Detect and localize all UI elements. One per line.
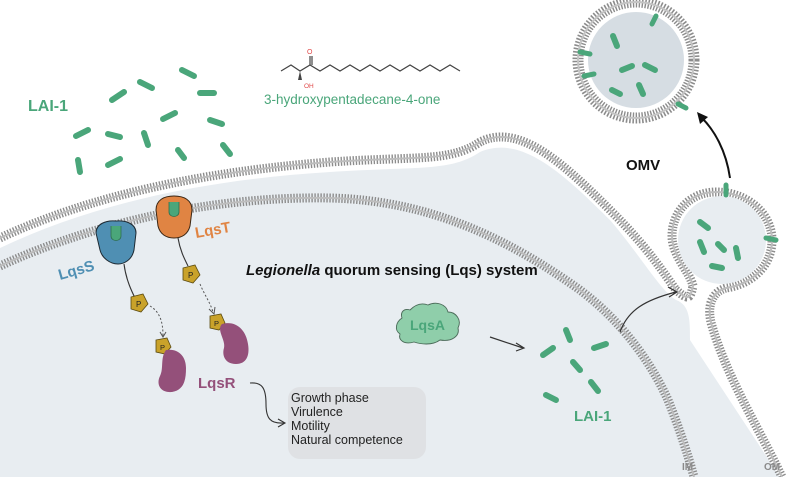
lai1-molecule [175, 147, 187, 161]
release-arrow [701, 117, 731, 179]
lqsa-label: LqsA [410, 317, 445, 333]
lai1-molecule [697, 239, 707, 255]
compound-name: 3-hydroxypentadecane-4-one [264, 92, 441, 107]
membrane-lai1-molecule [763, 235, 779, 243]
lai1-molecule [137, 79, 155, 91]
omv-label: OMV [626, 157, 660, 174]
phospho-transfer-arrow-1 [149, 305, 164, 337]
chemical-structure [280, 56, 461, 80]
lai1-molecule [141, 130, 151, 148]
lai1-label-inside: LAI-1 [574, 408, 612, 425]
membrane-lai1-molecule [581, 71, 597, 79]
title-genus: Legionella [246, 262, 321, 279]
lqst-protein [155, 195, 193, 267]
lai1-molecule [220, 142, 233, 157]
export-arrow [619, 291, 677, 333]
lai1-molecule [75, 157, 83, 175]
outer-membrane-label: OM [764, 462, 780, 473]
lai1-molecule [563, 327, 573, 343]
outcome-item: Virulence [291, 405, 343, 419]
lai1-molecule [105, 131, 123, 140]
lai1-molecule [609, 87, 623, 97]
carbonyl-oxygen: O [307, 49, 313, 56]
svg-text:P: P [188, 271, 193, 280]
lai1-molecule [610, 33, 620, 49]
lai1-molecule [73, 127, 91, 139]
phosphate-lqst: P [182, 264, 201, 284]
lai1-molecule [619, 63, 635, 73]
outcomes-box: Growth phase Virulence Motility Natural … [288, 387, 426, 459]
lai1-molecule [636, 82, 646, 97]
lqss-protein [95, 220, 137, 301]
membrane-lai1-molecule [577, 49, 593, 57]
svg-text:P: P [136, 300, 141, 309]
lqsr-protein-2 [220, 323, 249, 364]
membrane-lai1-molecule [675, 101, 689, 111]
outcome-item: Motility [291, 419, 330, 433]
lqst-label: LqsT [194, 219, 232, 242]
lai1-molecule [543, 392, 559, 403]
inner-membrane-label: IM [682, 462, 693, 473]
lai1-molecule [105, 156, 123, 168]
lai1-molecule [591, 341, 609, 351]
lai1-molecule [697, 219, 711, 231]
lai1-molecule [715, 241, 727, 253]
lqsr-label: LqsR [198, 375, 236, 392]
lqsa-arrow [489, 336, 524, 349]
lai1-label-outside: LAI-1 [28, 98, 68, 115]
release-arrowhead [697, 112, 708, 124]
lqsr-outcome-arrow [249, 382, 285, 424]
svg-text:P: P [214, 319, 219, 328]
hydroxyl-group: OH [304, 83, 314, 90]
lai1-molecule [109, 89, 127, 103]
lai1-molecule [570, 359, 583, 373]
phosphate-lqss: P [130, 293, 149, 313]
cell-body [0, 147, 780, 477]
svg-text:P: P [160, 343, 165, 352]
lai1-molecule [642, 62, 658, 73]
lai1-molecule [207, 117, 225, 127]
lai1-molecule [179, 67, 197, 79]
title-rest: quorum sensing (Lqs) system [320, 262, 538, 279]
outcome-item: Natural competence [291, 433, 403, 447]
phospho-transfer-arrow-2 [199, 283, 214, 313]
lqsa-protein [395, 302, 460, 345]
budding-vesicle [678, 196, 766, 284]
lai1-molecule [733, 245, 741, 261]
lai1-molecule [709, 263, 725, 271]
lqsr-protein-1 [158, 349, 186, 393]
diagram-title: Legionella quorum sensing (Lqs) system [246, 262, 538, 279]
released-omv [572, 0, 700, 124]
lai1-molecule [540, 345, 556, 358]
outcome-item: Growth phase [291, 391, 369, 405]
membrane-lai1-molecule [649, 13, 659, 27]
lai1-molecule [588, 379, 601, 394]
lai1-molecule [160, 110, 178, 122]
